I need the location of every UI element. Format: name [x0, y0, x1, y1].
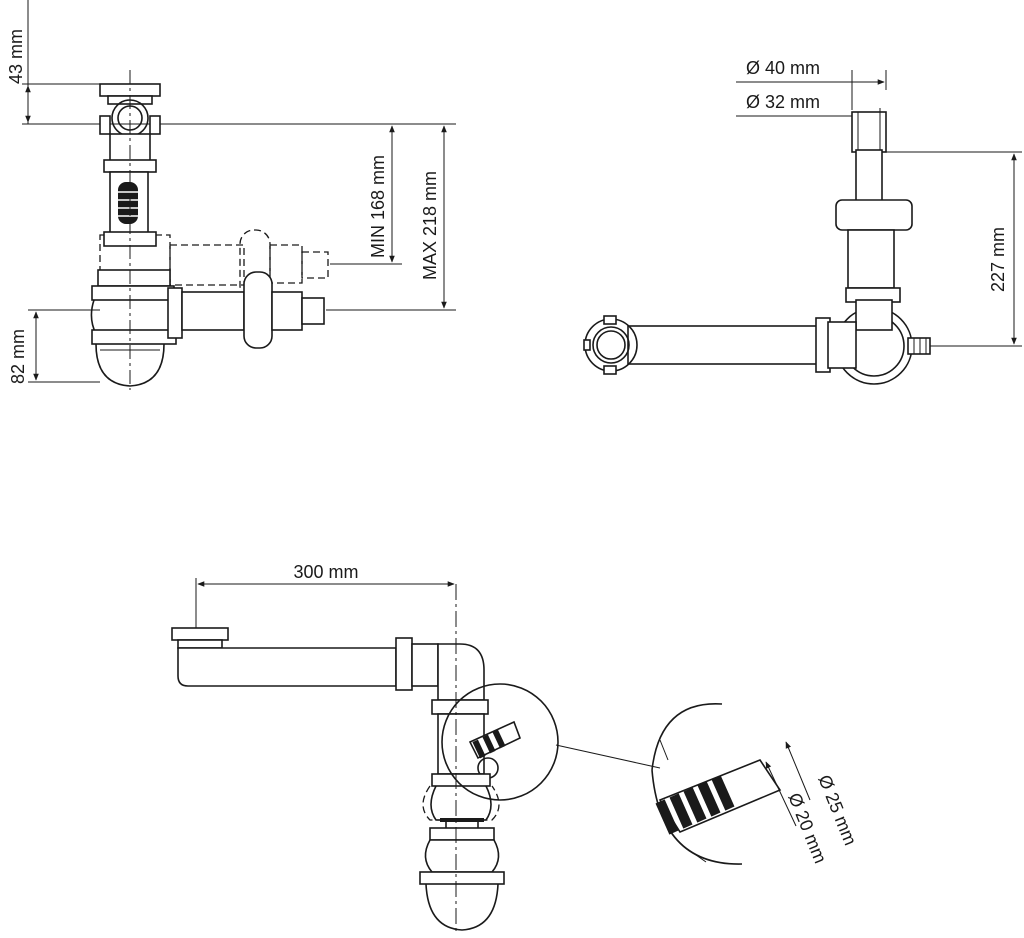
dimension-top-clearance: 43 mm	[6, 0, 150, 125]
max-height-label: MAX 218 mm	[420, 171, 440, 280]
inner-diameter-label: Ø 32 mm	[746, 92, 820, 112]
dimension-min-height: MIN 168 mm	[160, 123, 456, 265]
trap-height-label: 82 mm	[8, 329, 28, 384]
top-clearance-label: 43 mm	[6, 29, 26, 84]
hose-detail: Ø 25 mm Ø 20 mm	[651, 703, 861, 866]
min-height-label: MIN 168 mm	[368, 155, 388, 258]
dimension-diameters: Ø 40 mm Ø 32 mm	[736, 58, 887, 124]
hose-spring	[118, 182, 138, 224]
dimension-max-height: MAX 218 mm	[326, 125, 456, 311]
assembly-view: 300 mm	[171, 562, 861, 935]
pipe-length-label: 300 mm	[293, 562, 358, 582]
dimension-outlet-height: 227 mm	[886, 151, 1022, 347]
outer-diameter-label: Ø 40 mm	[746, 58, 820, 78]
outlet-height-label: 227 mm	[988, 227, 1008, 292]
front-view: 43 mm	[6, 0, 456, 390]
side-view: Ø 40 mm Ø 32 mm	[583, 58, 1022, 385]
dimension-trap-height: 82 mm	[8, 309, 100, 384]
dimension-pipe-length: 300 mm	[195, 562, 455, 636]
